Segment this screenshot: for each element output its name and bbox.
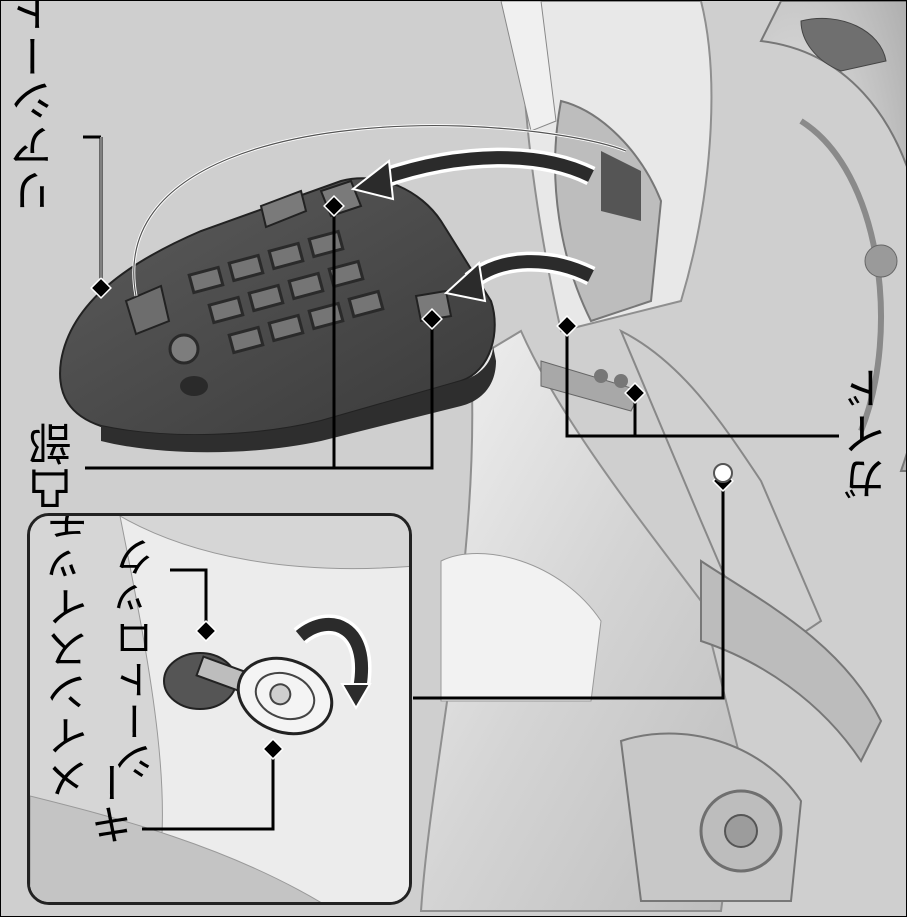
rear-seat-label: リアシート [15,13,59,213]
protrusion-label: 凸部 [33,421,77,511]
seat-lock-label: シートロック [118,522,158,782]
key-inset: メインスイッチの キー シートロック [27,513,412,905]
guide-label: ガイド [847,361,891,501]
main-switch-key-label: メインスイッチの [50,530,92,800]
